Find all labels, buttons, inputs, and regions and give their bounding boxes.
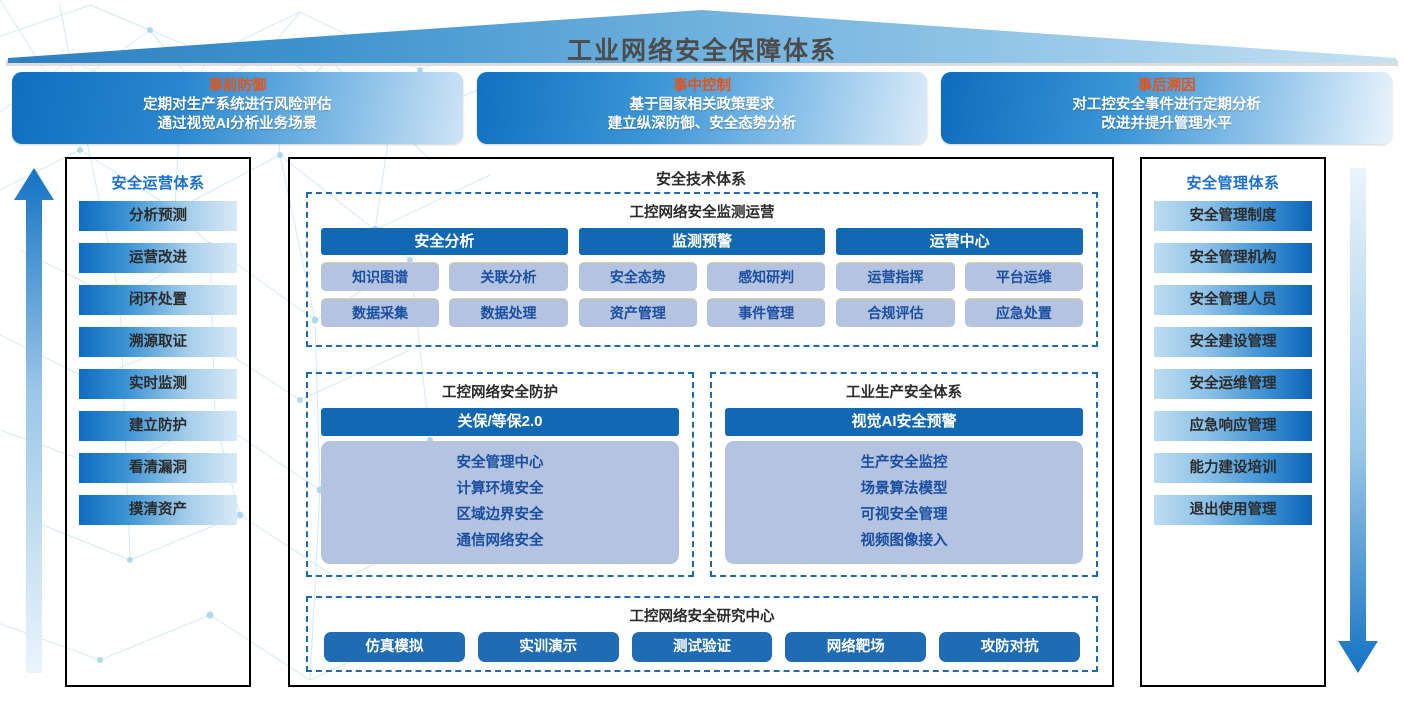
group-title: 工控网络安全研究中心	[629, 609, 775, 625]
ics-monitoring-operations-group: 工控网络安全监测运营 安全分析 知识图谱 关联分析 数据采集 数据处理 监测预警	[306, 192, 1098, 347]
list-item[interactable]: 建立防护	[79, 411, 237, 441]
column-title: 安全管理体系	[1186, 175, 1280, 192]
research-button[interactable]: 实训演示	[477, 632, 619, 662]
list-item[interactable]: 能力建设培训	[1154, 453, 1312, 483]
ics-research-center-group: 工控网络安全研究中心 仿真模拟 实训演示 测试验证 网络靶场 攻防对抗	[306, 596, 1098, 672]
banner-title: 事前防御	[208, 78, 267, 94]
list-item[interactable]: 看清漏洞	[79, 453, 237, 483]
banner-in-process-control: 事中控制 基于国家相关政策要求 建立纵深防御、安全态势分析	[476, 72, 928, 144]
list-item[interactable]: 安全管理机构	[1154, 243, 1312, 273]
panel-line[interactable]: 区域边界安全	[456, 507, 544, 523]
list-item[interactable]: 安全运维管理	[1154, 369, 1312, 399]
pill-item[interactable]: 安全态势	[578, 262, 698, 291]
pill-row: 知识图谱 关联分析	[321, 262, 568, 291]
panel-body: 安全管理中心 计算环境安全 区域边界安全 通信网络安全	[321, 441, 679, 564]
list-item[interactable]: 分析预测	[79, 201, 237, 231]
monitoring-columns: 安全分析 知识图谱 关联分析 数据采集 数据处理 监测预警 安全态势 感知研判	[308, 228, 1096, 334]
monitoring-column-alerting: 监测预警 安全态势 感知研判 资产管理 事件管理	[578, 228, 826, 334]
column-title: 安全运营体系	[111, 175, 205, 192]
banner-title: 事后溯因	[1137, 78, 1196, 94]
list-item[interactable]: 实时监测	[79, 369, 237, 399]
pill-item[interactable]: 资产管理	[578, 298, 698, 327]
security-operations-column: 安全运营体系 分析预测 运营改进 闭环处置 溯源取证 实时监测 建立防护 看清漏…	[65, 157, 251, 687]
group-title: 工控网络安全监测运营	[629, 205, 775, 221]
column-item-list: 安全管理制度 安全管理机构 安全管理人员 安全建设管理 安全运维管理 应急响应管…	[1142, 201, 1324, 525]
mid-panel-row: 工控网络安全防护 关保/等保2.0 安全管理中心 计算环境安全 区域边界安全 通…	[306, 372, 1098, 577]
panel-body: 生产安全监控 场景算法模型 可视安全管理 视频图像接入	[725, 441, 1083, 564]
research-button-row: 仿真模拟 实训演示 测试验证 网络靶场 攻防对抗	[308, 632, 1096, 662]
panel-line[interactable]: 通信网络安全	[456, 533, 544, 549]
banner-pre-defense: 事前防御 定期对生产系统进行风险评估 通过视觉AI分析业务场景	[12, 72, 463, 144]
pill-item[interactable]: 关联分析	[449, 262, 568, 291]
monitoring-column-analysis: 安全分析 知识图谱 关联分析 数据采集 数据处理	[321, 228, 568, 334]
list-item[interactable]: 安全管理制度	[1154, 201, 1312, 231]
list-item[interactable]: 安全建设管理	[1154, 327, 1312, 357]
list-item[interactable]: 闭环处置	[79, 285, 237, 315]
pill-item[interactable]: 平台运维	[964, 262, 1084, 291]
panel-line[interactable]: 场景算法模型	[860, 481, 948, 497]
pill-item[interactable]: 事件管理	[707, 298, 826, 327]
section-title: 安全技术体系	[655, 171, 746, 188]
pill-item[interactable]: 运营指挥	[836, 262, 955, 291]
pill-item[interactable]: 感知研判	[707, 262, 826, 291]
pill-item[interactable]: 数据采集	[321, 298, 440, 327]
pill-row: 安全态势 感知研判	[578, 262, 826, 291]
pill-item[interactable]: 知识图谱	[321, 262, 440, 291]
banner-title: 事中控制	[673, 78, 731, 94]
pill-row: 运营指挥 平台运维	[836, 262, 1084, 291]
banner-post-traceback: 事后溯因 对工控安全事件进行定期分析 改进并提升管理水平	[941, 72, 1393, 144]
industrial-production-safety-panel: 工业生产安全体系 视觉AI安全预警 生产安全监控 场景算法模型 可视安全管理 视…	[710, 372, 1098, 577]
pill-item[interactable]: 数据处理	[449, 298, 568, 327]
pill-item[interactable]: 应急处置	[964, 298, 1084, 327]
column-header[interactable]: 监测预警	[578, 228, 826, 255]
list-item[interactable]: 退出使用管理	[1154, 495, 1312, 525]
research-button[interactable]: 测试验证	[631, 632, 773, 662]
list-item[interactable]: 应急响应管理	[1154, 411, 1312, 441]
panel-header[interactable]: 视觉AI安全预警	[725, 408, 1083, 436]
research-button[interactable]: 攻防对抗	[939, 632, 1080, 662]
column-header[interactable]: 运营中心	[836, 228, 1084, 255]
banner-line-2: 通过视觉AI分析业务场景	[157, 116, 318, 132]
banner-line-1: 基于国家相关政策要求	[629, 97, 775, 113]
banner-line-1: 对工控安全事件进行定期分析	[1072, 97, 1261, 113]
list-item[interactable]: 摸清资产	[79, 495, 237, 525]
arrow-down-icon	[1338, 168, 1378, 673]
panel-header[interactable]: 关保/等保2.0	[321, 408, 679, 436]
list-item[interactable]: 运营改进	[79, 243, 237, 273]
panel-title: 工控网络安全防护	[442, 385, 558, 401]
pill-item[interactable]: 合规评估	[836, 298, 955, 327]
panel-line[interactable]: 计算环境安全	[456, 481, 544, 497]
security-technology-system: 安全技术体系 工控网络安全监测运营 安全分析 知识图谱 关联分析 数据采集 数据…	[288, 157, 1114, 687]
ics-network-protection-panel: 工控网络安全防护 关保/等保2.0 安全管理中心 计算环境安全 区域边界安全 通…	[306, 372, 694, 577]
arrow-up-icon	[14, 168, 54, 673]
banner-line-1: 定期对生产系统进行风险评估	[143, 97, 332, 113]
panel-line[interactable]: 可视安全管理	[860, 507, 948, 523]
panel-line[interactable]: 生产安全监控	[860, 455, 948, 471]
monitoring-column-operations-center: 运营中心 运营指挥 平台运维 合规评估 应急处置	[836, 228, 1084, 334]
banner-line-2: 改进并提升管理水平	[1101, 116, 1232, 132]
pill-row: 合规评估 应急处置	[836, 298, 1084, 327]
phase-banners: 事前防御 定期对生产系统进行风险评估 通过视觉AI分析业务场景 事中控制 基于国…	[12, 72, 1393, 144]
banner-line-2: 建立纵深防御、安全态势分析	[607, 116, 797, 132]
panel-line[interactable]: 安全管理中心	[456, 455, 544, 471]
pill-row: 数据采集 数据处理	[321, 298, 568, 327]
security-management-column: 安全管理体系 安全管理制度 安全管理机构 安全管理人员 安全建设管理 安全运维管…	[1140, 157, 1326, 687]
list-item[interactable]: 安全管理人员	[1154, 285, 1312, 315]
panel-line[interactable]: 视频图像接入	[860, 533, 948, 549]
panel-title: 工业生产安全体系	[846, 385, 962, 401]
page-title: 工业网络安全保障体系	[566, 37, 837, 65]
pill-row: 资产管理 事件管理	[578, 298, 826, 327]
column-item-list: 分析预测 运营改进 闭环处置 溯源取证 实时监测 建立防护 看清漏洞 摸清资产	[67, 201, 249, 525]
research-button[interactable]: 网络靶场	[785, 632, 927, 662]
list-item[interactable]: 溯源取证	[79, 327, 237, 357]
roof-banner: 工业网络安全保障体系	[0, 8, 1404, 68]
column-header[interactable]: 安全分析	[321, 228, 568, 255]
research-button[interactable]: 仿真模拟	[324, 632, 465, 662]
